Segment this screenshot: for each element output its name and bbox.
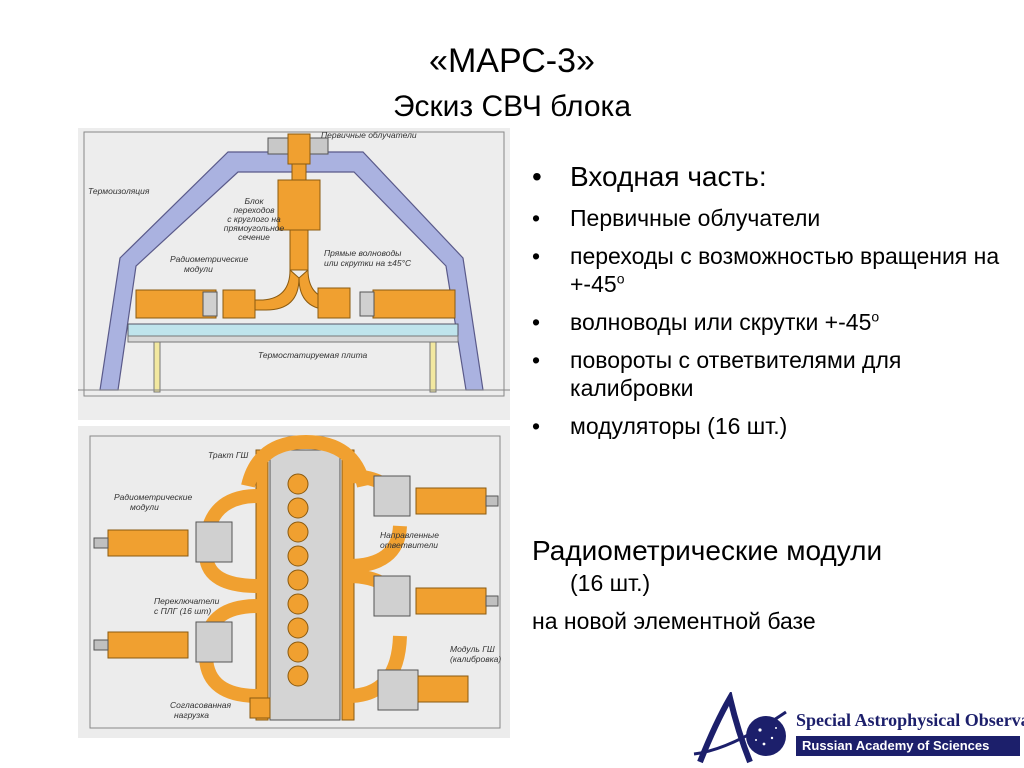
top-view-sketch: Тракт ГШ Радиометрические модули Направл…: [78, 426, 510, 738]
label-radiometric-modules-2: модули: [130, 502, 159, 512]
label-transition-block-4: прямоугольное: [224, 223, 285, 233]
cross-section-sketch: Первичные облучатели Термоизоляция Блок …: [78, 128, 510, 420]
logo-title: Special Astrophysical Observatory: [796, 710, 1024, 730]
label-directional-couplers-2: ответвители: [380, 540, 438, 550]
thermostat-plate-shape: [127, 323, 459, 337]
radiometric-modules-count: (16 шт.): [570, 570, 651, 596]
label-primary-feeds: Первичные облучатели: [321, 130, 417, 140]
logo-subtitle: Russian Academy of Sciences: [796, 736, 1020, 756]
bullet-waveguides-twists: волноводы или скрутки +-45o: [532, 308, 1002, 336]
label-switches-2: с ПЛГ (16 шт): [154, 606, 211, 616]
label-straight-waveguides-2: или скрутки на ±45°С: [324, 258, 412, 268]
label-switches-1: Переключатели: [154, 596, 220, 606]
input-section-list: Входная часть: Первичные облучатели пере…: [532, 160, 1002, 450]
slide-title: «МАРС-3»: [429, 42, 595, 80]
label-noise-module-1: Модуль ГШ: [450, 644, 495, 654]
label-radiometric-modules-1: Радиометрические: [114, 492, 192, 502]
label-transition-block-1: Блок: [244, 196, 264, 206]
sao-logo: Special Astrophysical Observatory Russia…: [690, 692, 1024, 768]
bullet-rotating-transitions: переходы с возможностью вращения на +-45…: [532, 242, 1002, 298]
bullet-bends-couplers: повороты с ответвителями для калибровки: [532, 346, 1002, 402]
label-transition-block-3: с круглого на: [227, 214, 281, 224]
radiometric-modules-heading: Радиометрические модули: [532, 535, 883, 566]
label-radiometric-modules-2: модули: [184, 264, 213, 274]
label-directional-couplers-1: Направленные: [380, 530, 439, 540]
label-matched-load-2: нагрузка: [174, 710, 209, 720]
top-view-drawing: Тракт ГШ Радиометрические модули Направл…: [78, 426, 510, 738]
radiometric-modules-note: на новой элементной базе: [532, 608, 816, 634]
label-noise-path: Тракт ГШ: [208, 450, 249, 460]
label-matched-load-1: Согласованная: [170, 700, 232, 710]
slide-subtitle: Эскиз СВЧ блока: [392, 90, 632, 123]
bullet-primary-feeds: Первичные облучатели: [532, 204, 1002, 232]
sao-emblem-icon: [693, 692, 787, 764]
cross-section-drawing: Первичные облучатели Термоизоляция Блок …: [78, 128, 510, 420]
bullet-modulators: модуляторы (16 шт.): [532, 412, 1002, 440]
bullet-input-section: Входная часть:: [532, 160, 1002, 194]
radiometric-modules-block: Радиометрические модули (16 шт.) на ново…: [532, 534, 1012, 636]
label-radiometric-modules-1: Радиометрические: [170, 254, 248, 264]
label-transition-block-5: сечение: [238, 232, 270, 242]
label-transition-block-2: переходов: [233, 205, 275, 215]
label-noise-module-2: (калибровка): [450, 654, 501, 664]
label-straight-waveguides-1: Прямые волноводы: [324, 248, 402, 258]
label-thermal-insulation: Термоизоляция: [88, 186, 150, 196]
label-thermostat-plate: Термостатируемая плита: [258, 350, 368, 360]
